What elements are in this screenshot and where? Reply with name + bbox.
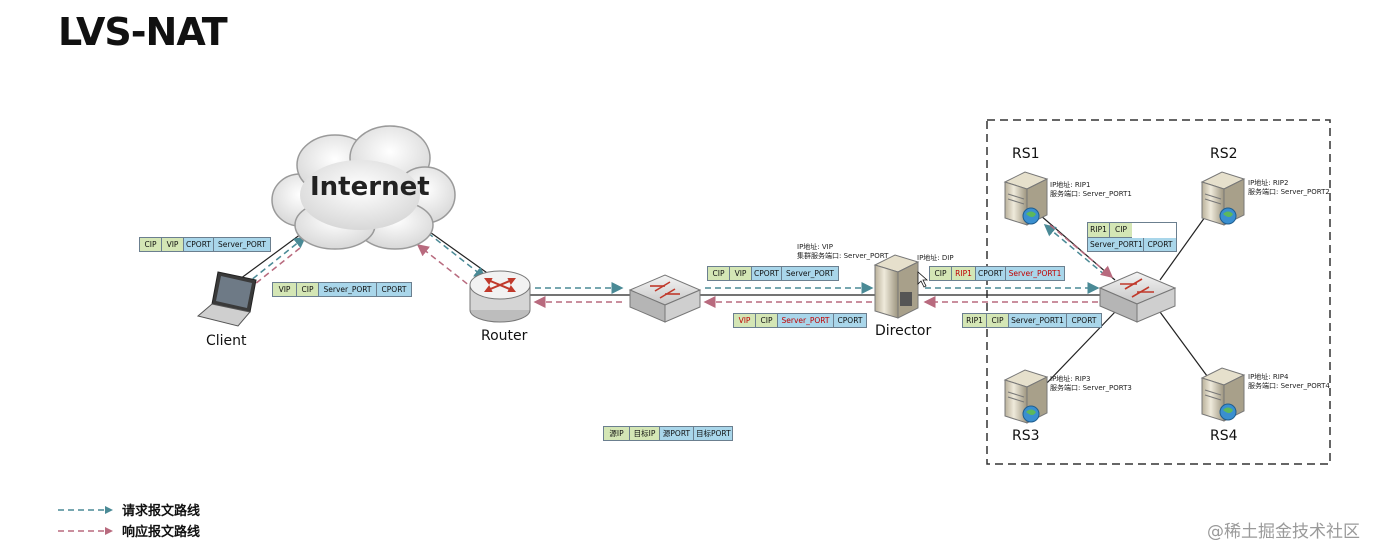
rs4-label: RS4 [1210, 428, 1238, 444]
watermark: @稀土掘金技术社区 [1207, 522, 1360, 542]
response-line-icon [58, 526, 113, 535]
laptop-icon [196, 271, 257, 327]
switch2-rs4-link [1159, 311, 1211, 381]
request-arrow-switch2-rs1 [1043, 224, 1106, 276]
rs3-server-icon [1003, 369, 1049, 424]
real-server-cluster-box [986, 119, 1331, 465]
page-title: LVS-NAT [58, 10, 228, 54]
rs1-annotation: IP地址: RIP1 服务端口: Server_PORT1 [1050, 181, 1132, 198]
legend-response: 响应报文路线 [58, 521, 200, 540]
packet-switch-request: CIP VIP CPORT Server_PORT [707, 266, 839, 281]
rs4-server-icon [1200, 367, 1246, 422]
rs1-server-icon [1003, 171, 1049, 226]
rs3-label: RS3 [1012, 428, 1040, 444]
router-icon [469, 270, 531, 323]
internet-cloud-icon [271, 125, 456, 250]
director-dip-annotation: IP地址: DIP [917, 254, 954, 262]
request-arrow-internet-router [427, 232, 487, 279]
rs4-annotation: IP地址: RIP4 服务端口: Server_PORT4 [1248, 373, 1330, 390]
rs1-label: RS1 [1012, 146, 1040, 162]
client-label: Client [206, 333, 247, 349]
director-label: Director [875, 323, 932, 339]
packet-director-request: CIP RIP1 CPORT Server_PORT1 [929, 266, 1065, 281]
rs2-label: RS2 [1210, 146, 1238, 162]
request-arrow-client-internet [244, 236, 307, 286]
packet-client-request: CIP VIP CPORT Server_PORT [139, 237, 271, 252]
packet-client-response: VIP CIP Server_PORT CPORT [272, 282, 412, 297]
rs2-server-icon [1200, 171, 1246, 226]
director-server-icon [873, 254, 929, 319]
response-arrow-rs1-switch2 [1049, 224, 1114, 278]
request-line-icon [58, 505, 113, 514]
rs3-annotation: IP地址: RIP3 服务端口: Server_PORT3 [1050, 375, 1132, 392]
packet-switch-response: VIP CIP Server_PORT CPORT [733, 313, 867, 328]
switch2-rs3-link [1044, 311, 1116, 386]
cursor-icon [917, 271, 929, 288]
director-vip-annotation: IP地址: VIP 集群服务端口: Server_PORT [797, 243, 889, 260]
rs2-annotation: IP地址: RIP2 服务端口: Server_PORT2 [1248, 179, 1330, 196]
response-arrow-router-internet [416, 244, 476, 291]
packet-rs1-response: RIP1 CIP Server_PORT1 CPORT [1087, 222, 1177, 252]
legend-response-label: 响应报文路线 [122, 525, 201, 540]
packet-key-legend: 源IP 目标IP 源PORT 目标PORT [603, 426, 733, 441]
legend-request: 请求报文路线 [58, 500, 200, 519]
legend-request-label: 请求报文路线 [122, 504, 201, 519]
router-label: Router [481, 328, 528, 344]
internet-label: Internet [310, 172, 430, 202]
switch-rs-icon [1098, 271, 1177, 323]
packet-rs-side-response: RIP1 CIP Server_PORT1 CPORT [962, 313, 1102, 328]
internet-router-link [419, 224, 491, 276]
switch2-rs2-link [1159, 209, 1211, 281]
switch-icon [628, 274, 702, 323]
